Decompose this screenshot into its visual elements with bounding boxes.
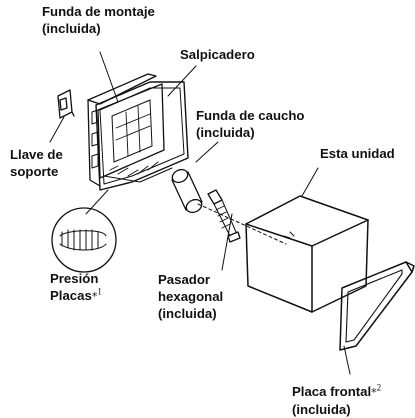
- label-pressure-plates-line1: Presión: [50, 271, 99, 286]
- label-rubber-sleeve-line1: Funda de caucho: [196, 108, 305, 123]
- label-mounting-sleeve-line1: Funda de montaje: [42, 4, 155, 19]
- label-dashboard-line1: Salpicadero: [180, 47, 255, 62]
- label-hex-bolt-line1: Pasador: [158, 272, 211, 287]
- label-hex-bolt: Pasador hexagonal (incluida): [158, 271, 223, 322]
- leader-pressure-plates: [85, 189, 109, 215]
- label-rubber-sleeve-line2: (incluida): [196, 125, 255, 140]
- label-support-key-line2: soporte: [10, 164, 59, 179]
- this-unit-drawing: [245, 195, 369, 313]
- front-plate-drawing: [339, 261, 415, 351]
- rubber-sleeve-drawing: [171, 168, 203, 214]
- footnote-star-2: *: [371, 386, 377, 399]
- leader-front-plate: [343, 345, 351, 375]
- label-rubber-sleeve: Funda de caucho (incluida): [196, 107, 304, 141]
- label-front-plate-line1: Placa frontal: [292, 384, 372, 399]
- label-front-plate-line2: (incluida): [292, 402, 351, 417]
- leader-lines: [49, 51, 351, 375]
- leader-mounting-sleeve: [99, 51, 119, 103]
- leader-support-key: [49, 116, 65, 143]
- label-front-plate: Placa frontal*2 (incluida): [292, 383, 381, 418]
- assembly-line: [197, 203, 287, 245]
- footnote-1: 1: [97, 286, 102, 297]
- label-hex-bolt-line2: hexagonal: [158, 289, 224, 304]
- footnote-2: 2: [376, 382, 382, 393]
- label-support-key: Llave de soporte: [10, 146, 63, 180]
- hex-bolt-drawing: [207, 189, 241, 243]
- label-mounting-sleeve-line2: (incluida): [42, 21, 101, 36]
- support-key-drawing: [57, 89, 75, 119]
- mounting-sleeve-drawing: [87, 73, 189, 191]
- label-support-key-line1: Llave de: [10, 147, 63, 162]
- label-this-unit-line1: Esta unidad: [320, 146, 395, 161]
- label-this-unit: Esta unidad: [320, 145, 395, 162]
- label-mounting-sleeve: Funda de montaje (incluida): [42, 3, 155, 37]
- label-hex-bolt-line3: (incluida): [158, 306, 217, 321]
- label-front-plate-line1-wrap: Placa frontal*2: [292, 383, 381, 401]
- label-pressure-plates: Presión Placas*1: [50, 270, 102, 305]
- label-pressure-plates-line2: Placas: [50, 288, 92, 303]
- leader-hex-bolt: [221, 213, 233, 271]
- leader-this-unit: [301, 167, 319, 197]
- pressure-plates-drawing: [51, 207, 117, 273]
- leader-rubber-sleeve: [195, 141, 219, 163]
- label-pressure-plates-line2-wrap: Placas*1: [50, 287, 102, 305]
- leader-dashboard: [167, 65, 197, 97]
- label-dashboard: Salpicadero: [180, 46, 255, 63]
- footnote-star-1: *: [91, 290, 98, 303]
